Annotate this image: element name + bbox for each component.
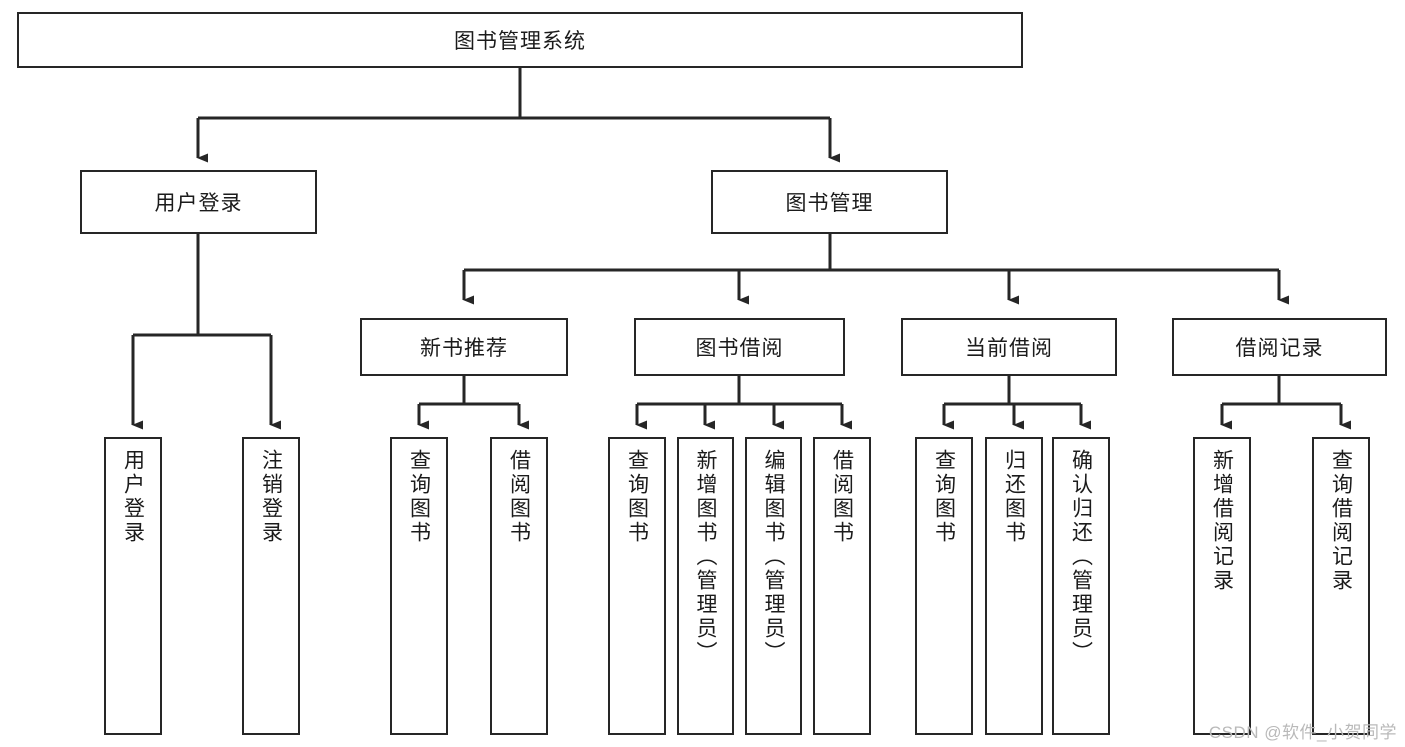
node-user-login-label: 用户登录 xyxy=(154,192,243,215)
node-book-manage-label: 图书管理 xyxy=(785,192,874,215)
leaf-confirm-return-admin-label: 确认归还（管理员） xyxy=(1069,449,1093,665)
leaf-borrow-book-1[interactable]: 借阅图书 xyxy=(490,437,548,735)
node-borrow-record-label: 借阅记录 xyxy=(1235,337,1324,360)
leaf-query-book-2-label: 查询图书 xyxy=(625,449,649,545)
leaf-borrow-book-2-label: 借阅图书 xyxy=(830,449,854,545)
watermark: CSDN @软件_小贺同学 xyxy=(1208,723,1397,742)
node-new-book-recommend[interactable]: 新书推荐 xyxy=(360,318,568,376)
leaf-add-book-admin[interactable]: 新增图书（管理员） xyxy=(677,437,734,735)
leaf-confirm-return-admin[interactable]: 确认归还（管理员） xyxy=(1052,437,1110,735)
node-book-borrow-label: 图书借阅 xyxy=(695,337,784,360)
leaf-query-borrow-record[interactable]: 查询借阅记录 xyxy=(1312,437,1370,735)
leaf-user-login[interactable]: 用户登录 xyxy=(104,437,162,735)
leaf-return-book-label: 归还图书 xyxy=(1002,449,1026,545)
node-book-manage[interactable]: 图书管理 xyxy=(711,170,948,234)
leaf-borrow-book-1-label: 借阅图书 xyxy=(507,449,531,545)
node-book-borrow[interactable]: 图书借阅 xyxy=(634,318,845,376)
leaf-user-login-label: 用户登录 xyxy=(121,449,145,545)
leaf-borrow-book-2[interactable]: 借阅图书 xyxy=(813,437,871,735)
node-root[interactable]: 图书管理系统 xyxy=(17,12,1023,68)
node-current-borrow[interactable]: 当前借阅 xyxy=(901,318,1117,376)
node-current-borrow-label: 当前借阅 xyxy=(965,337,1053,360)
node-borrow-record[interactable]: 借阅记录 xyxy=(1172,318,1387,376)
leaf-logout-login[interactable]: 注销登录 xyxy=(242,437,300,735)
leaf-query-book-2[interactable]: 查询图书 xyxy=(608,437,666,735)
leaf-logout-login-label: 注销登录 xyxy=(259,449,283,545)
leaf-return-book[interactable]: 归还图书 xyxy=(985,437,1043,735)
leaf-add-book-admin-label: 新增图书（管理员） xyxy=(694,449,717,665)
leaf-query-book-3[interactable]: 查询图书 xyxy=(915,437,973,735)
leaf-query-book-1[interactable]: 查询图书 xyxy=(390,437,448,735)
node-new-book-recommend-label: 新书推荐 xyxy=(420,337,508,360)
node-root-label: 图书管理系统 xyxy=(454,30,586,53)
leaf-query-book-1-label: 查询图书 xyxy=(407,449,431,545)
leaf-edit-book-admin[interactable]: 编辑图书（管理员） xyxy=(745,437,802,735)
node-user-login[interactable]: 用户登录 xyxy=(80,170,317,234)
leaf-query-book-3-label: 查询图书 xyxy=(932,449,956,545)
leaf-query-borrow-record-label: 查询借阅记录 xyxy=(1329,449,1353,593)
leaf-edit-book-admin-label: 编辑图书（管理员） xyxy=(762,449,785,665)
leaf-add-borrow-record[interactable]: 新增借阅记录 xyxy=(1193,437,1251,735)
leaf-add-borrow-record-label: 新增借阅记录 xyxy=(1210,449,1234,593)
